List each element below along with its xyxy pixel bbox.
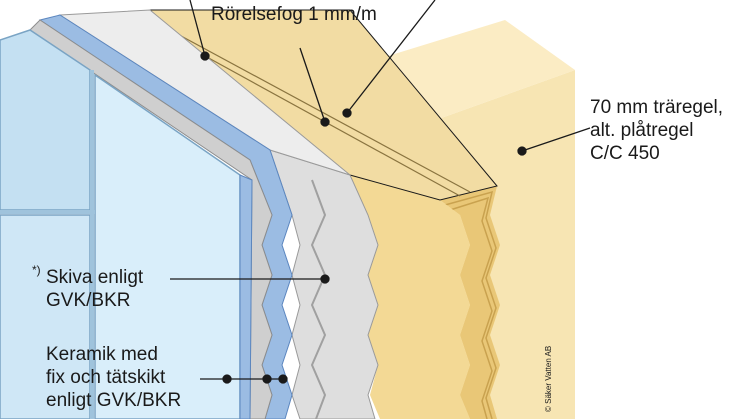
leader-lines: [170, 0, 591, 384]
stud-label-line-3: C/C 450: [590, 143, 660, 164]
ceramic-label-line-3: enligt GVK/BKR: [46, 390, 182, 411]
board-label: Skiva enligt GVK/BKR: [46, 266, 143, 312]
tile-edge: [239, 174, 253, 419]
movement-joint-label: Rörelsefog 1 mm/m: [211, 4, 377, 25]
tile-adhesive: [29, 19, 273, 419]
tile-right: [94, 73, 241, 419]
board-label-line-2: GVK/BKR: [46, 290, 131, 311]
stud-label-line-2: alt. plåtregel: [590, 120, 694, 141]
insulation-stripes: [444, 190, 497, 419]
copyright-credit: © Säker Vatten AB: [544, 345, 553, 412]
board-footnote-marker: *): [32, 263, 41, 277]
board-label-line-1: Skiva enligt: [46, 267, 144, 288]
stud-label-line-1: 70 mm träregel,: [590, 97, 724, 118]
ceramic-label: Keramik med fix och tätskikt enligt GVK/…: [46, 343, 181, 412]
top-layer-line-1: [169, 29, 471, 193]
insulation-layer: [440, 186, 500, 419]
tile-lower-left: [0, 214, 91, 419]
stud-label: 70 mm träregel, alt. plåtregel C/C 450: [590, 96, 723, 165]
gypsum-inner-edge: [310, 179, 327, 419]
ceramic-label-line-1: Keramik med: [46, 344, 158, 365]
insulation-stripes-2: [449, 196, 493, 419]
ceramic-label-line-2: fix och tätskikt: [46, 367, 166, 388]
board-front-face: [350, 175, 470, 419]
